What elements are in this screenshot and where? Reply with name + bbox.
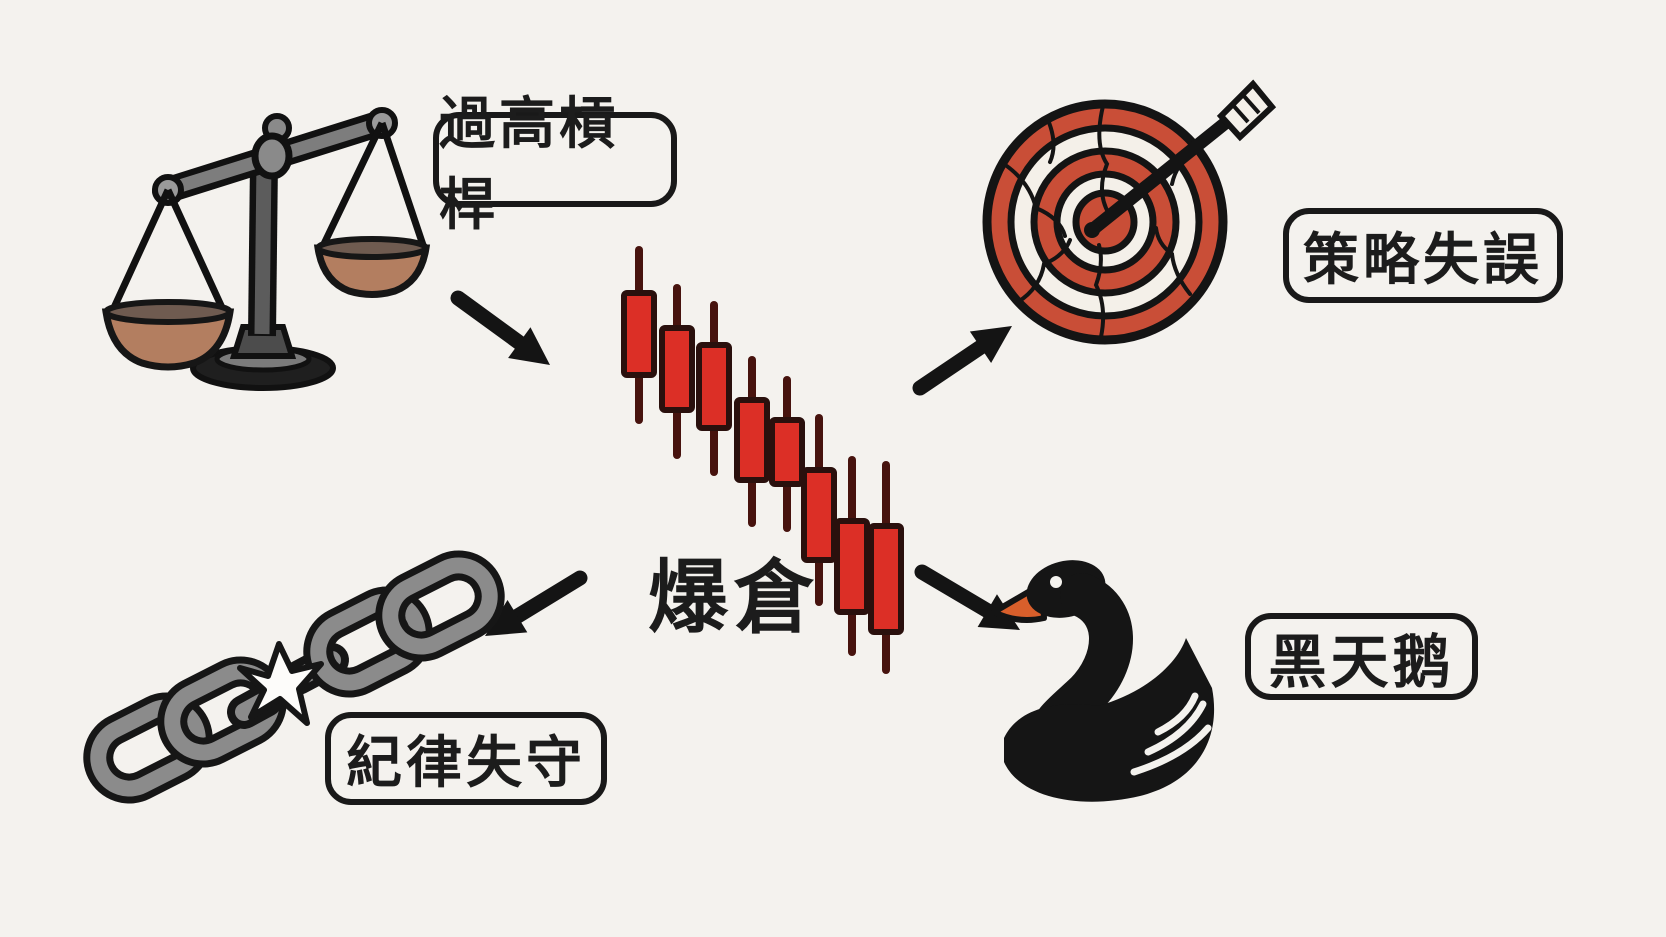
label-discipline-breakdown-text: 紀律失守 [346, 731, 586, 794]
candle-body [769, 417, 805, 487]
connector-arrows [450, 290, 1020, 636]
arrow-leverage-to-center-head [508, 327, 550, 365]
black-swan-icon [991, 560, 1215, 802]
label-discipline-breakdown: 紀律失守 [325, 712, 607, 805]
candle-body [734, 397, 770, 483]
arrow-center-to-discipline-head [485, 599, 528, 636]
target-arrow [1084, 79, 1277, 238]
label-black-swan: 黑天鹅 [1245, 613, 1478, 700]
arrow-center-to-strategy-head [969, 326, 1012, 363]
unbalanced-scale-icon [101, 107, 431, 391]
center-title-liquidation: 爆倉 [648, 553, 820, 642]
candle-body [868, 523, 904, 635]
arrow-leverage-to-center [450, 290, 532, 354]
arrow-center-to-strategy [912, 336, 993, 396]
candle-body [801, 467, 837, 563]
chain-break-spark [237, 641, 324, 726]
label-strategy-error: 策略失誤 [1283, 208, 1563, 303]
candle-body [696, 342, 732, 431]
swan-wing-feathers [1130, 692, 1212, 776]
swan-eye [1050, 576, 1062, 588]
arrow-center-to-blackswan [914, 564, 1000, 622]
candle-body [834, 518, 870, 615]
label-excess-leverage: 過高槓桿 [433, 92, 677, 236]
label-black-swan-text: 黑天鹅 [1268, 629, 1455, 695]
cracked-target-arrow-icon [982, 79, 1277, 345]
label-strategy-error-text: 策略失誤 [1303, 228, 1543, 291]
candle-body [621, 290, 657, 378]
arrow-center-to-discipline [504, 570, 588, 627]
broken-chain-icon [83, 550, 505, 804]
candle-body [659, 325, 695, 413]
falling-candlestick-chart-icon [621, 246, 904, 674]
label-excess-leverage-text: 過高槓桿 [439, 91, 619, 236]
